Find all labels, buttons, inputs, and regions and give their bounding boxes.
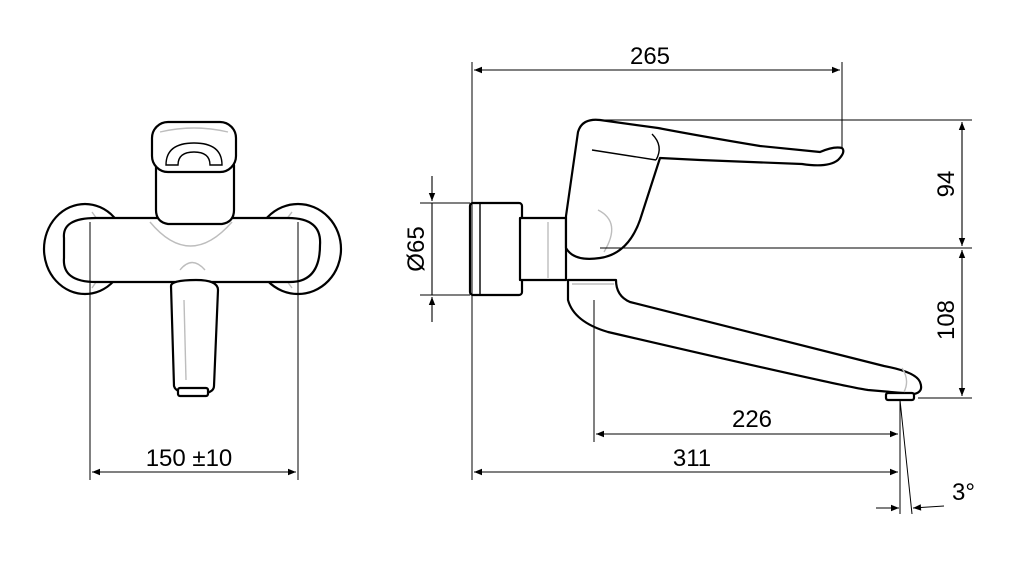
front-spout bbox=[169, 278, 220, 398]
dim-angle-label: 3° bbox=[952, 479, 975, 506]
side-spout bbox=[566, 278, 923, 402]
side-view: 265 Ø65 94 108 226 311 3° bbox=[403, 43, 975, 515]
dim-spout-inner-label: 226 bbox=[732, 406, 772, 433]
front-view: 150 ±10 bbox=[42, 120, 343, 480]
wall-flange bbox=[468, 201, 524, 297]
dim-spout-drop-label: 108 bbox=[933, 300, 960, 340]
dim-diameter-label: Ø65 bbox=[403, 226, 430, 271]
mixer-body bbox=[62, 216, 322, 284]
mixer-column bbox=[154, 163, 236, 226]
dim-reach-top-label: 265 bbox=[630, 43, 670, 70]
dim-spout-overall-label: 311 bbox=[673, 445, 711, 472]
dim-handle-height-label: 94 bbox=[933, 171, 960, 198]
dim-width-label: 150 ±10 bbox=[146, 445, 233, 472]
connector-body bbox=[518, 216, 568, 282]
handle-top-view bbox=[150, 120, 238, 174]
side-handle bbox=[564, 118, 845, 260]
